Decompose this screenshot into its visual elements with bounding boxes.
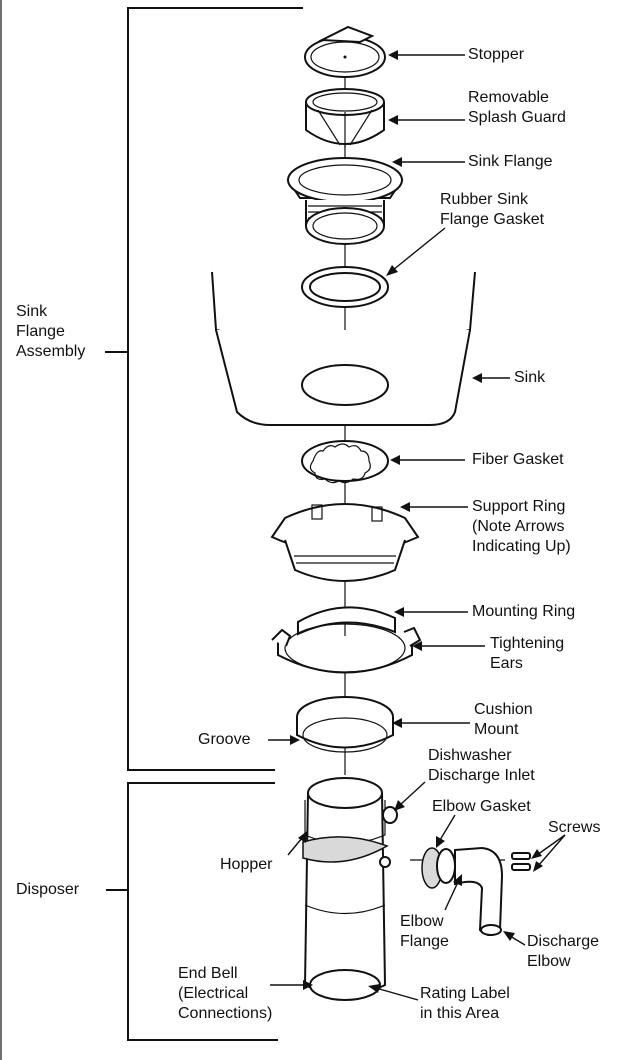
disposer-bracket — [106, 782, 278, 1041]
disposer-label: Disposer — [16, 881, 80, 898]
leader-end-bell — [270, 980, 313, 990]
leader-groove — [268, 735, 300, 745]
sink-flange-label: Sink Flange — [468, 153, 553, 170]
leader-elbow-flange — [444, 874, 462, 911]
leader-stopper — [388, 50, 465, 60]
fiber-gasket-label: Fiber Gasket — [472, 451, 564, 468]
leader-elbow-gasket — [436, 814, 456, 848]
rubber-gasket-label: Rubber Sink Flange Gasket — [440, 191, 545, 228]
leader-hopper — [287, 831, 307, 856]
tightening-ears-label: Tightening Ears — [490, 635, 565, 672]
cushion-mount-part — [296, 696, 394, 753]
leader-sink — [472, 373, 510, 383]
disposer-body — [302, 777, 398, 1001]
stopper-part — [304, 25, 386, 78]
cushion-mount-label: Cushion Mount — [474, 701, 533, 738]
splash-guard-part — [305, 88, 385, 148]
leader-cushion-mount — [392, 718, 470, 728]
leader-mounting-ring — [394, 607, 468, 617]
sink-label: Sink — [514, 369, 546, 386]
hopper-label: Hopper — [220, 856, 273, 873]
elbow-assembly — [410, 846, 531, 936]
elbow-flange-label: Elbow Flange — [400, 913, 449, 950]
mounting-ring-label: Mounting Ring — [472, 603, 576, 620]
leader-splash-guard — [388, 115, 465, 125]
splash-guard-label: Removable Splash Guard — [468, 89, 566, 126]
sink-flange-assembly-bracket — [105, 7, 303, 771]
mounting-ring-part — [271, 606, 422, 674]
screws-label: Screws — [548, 819, 601, 836]
sink-flange-assembly-label: Sink Flange Assembly — [16, 303, 86, 360]
end-bell-label: End Bell (Electrical Connections) — [178, 965, 273, 1022]
leader-screws — [531, 834, 566, 872]
rubber-gasket-part — [301, 266, 389, 308]
leader-fiber-gasket — [390, 455, 465, 465]
sink-flange-part — [286, 157, 404, 245]
support-ring-label: Support Ring (Note Arrows Indicating Up) — [472, 498, 571, 555]
groove-label: Groove — [198, 731, 251, 748]
support-ring-part — [270, 503, 420, 582]
leader-sink-flange — [392, 157, 465, 167]
dishwasher-inlet-label: Dishwasher Discharge Inlet — [428, 747, 535, 784]
leader-tightening-ears — [412, 641, 485, 651]
leader-rubber-gasket — [386, 227, 446, 276]
leader-rating-label — [368, 984, 419, 1001]
leader-support-ring — [400, 502, 468, 512]
rating-label-label: Rating Label in this Area — [420, 985, 510, 1022]
leader-dishwasher-inlet — [394, 781, 426, 811]
elbow-gasket-label: Elbow Gasket — [432, 798, 531, 815]
fiber-gasket-part — [301, 440, 389, 484]
stopper-label: Stopper — [468, 46, 525, 63]
discharge-elbow-label: Discharge Elbow — [527, 933, 600, 970]
leader-discharge-elbow — [503, 931, 526, 946]
sink-part — [211, 271, 476, 426]
